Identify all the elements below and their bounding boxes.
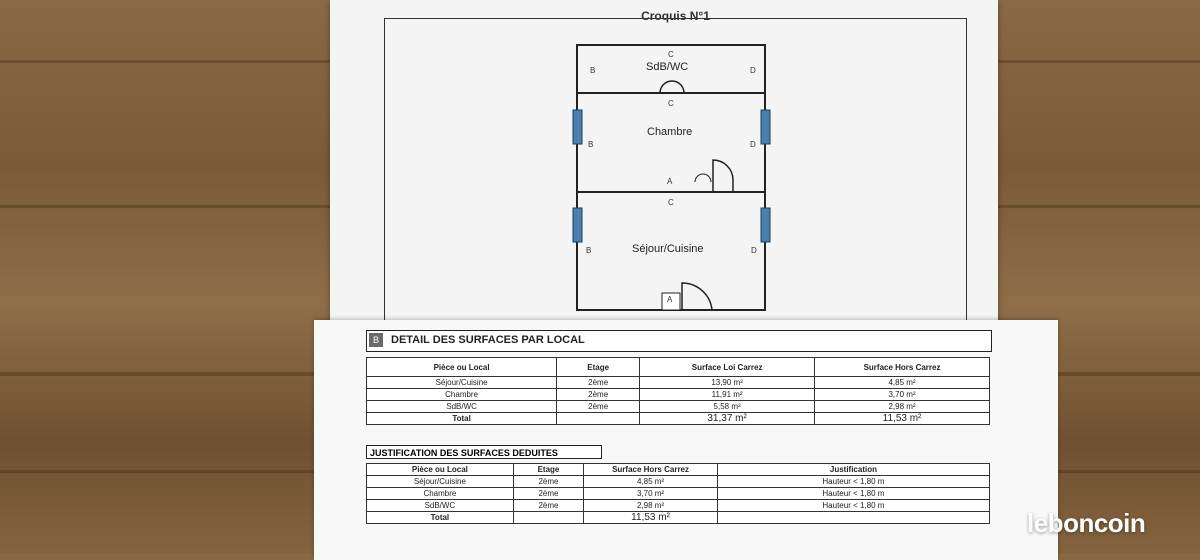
table-row: Chambre 2ème 3,70 m² Hauteur < 1,80 m bbox=[366, 487, 991, 500]
table-row: Séjour/Cuisine 2ème 13,90 m² 4,85 m² bbox=[365, 376, 990, 389]
total-label: Total bbox=[366, 511, 514, 524]
wall-letter: B bbox=[586, 246, 592, 255]
door-arc bbox=[694, 173, 712, 183]
table-header-row: Pièce ou Local Etage Surface Hors Carrez… bbox=[366, 463, 991, 476]
window bbox=[760, 207, 771, 243]
cell bbox=[716, 511, 991, 524]
wall-letter: A bbox=[667, 295, 673, 304]
sketch-frame: Croquis N°1 bbox=[384, 9, 967, 331]
section-badge: B bbox=[369, 333, 383, 347]
cell: 2ème bbox=[512, 487, 585, 500]
cell: Séjour/Cuisine bbox=[365, 376, 558, 389]
col-header: Pièce ou Local bbox=[365, 357, 558, 377]
table-header-row: Pièce ou Local Etage Surface Loi Carrez … bbox=[365, 357, 990, 377]
cell: 2ème bbox=[556, 400, 641, 413]
room-label-sdb: SdB/WC bbox=[646, 61, 689, 73]
cell: Séjour/Cuisine bbox=[366, 475, 514, 488]
justification-table: Pièce ou Local Etage Surface Hors Carrez… bbox=[366, 463, 991, 524]
section-b-title: DETAIL DES SURFACES PAR LOCAL bbox=[391, 334, 585, 346]
surfaces-sheet: B DETAIL DES SURFACES PAR LOCAL Pièce ou… bbox=[314, 320, 1058, 560]
cell: 4,85 m² bbox=[583, 475, 718, 488]
cell: 2,98 m² bbox=[583, 499, 718, 512]
cell: Chambre bbox=[366, 487, 514, 500]
room-label-chambre: Chambre bbox=[647, 126, 693, 138]
wall-letter: C bbox=[668, 198, 674, 207]
cell: 2ème bbox=[556, 376, 641, 389]
cell: 2ème bbox=[512, 475, 585, 488]
cell: 2ème bbox=[556, 388, 641, 401]
door-arc bbox=[712, 159, 734, 192]
cell: SdB/WC bbox=[366, 499, 514, 512]
wall-letter: A bbox=[667, 177, 673, 186]
col-header: Surface Hors Carrez bbox=[814, 357, 990, 377]
table-row: Chambre 2ème 11,91 m² 3,70 m² bbox=[365, 388, 990, 401]
cell bbox=[556, 412, 641, 425]
col-header: Pièce ou Local bbox=[366, 463, 514, 476]
justification-title: JUSTIFICATION DES SURFACES DEDUITES bbox=[366, 445, 602, 459]
table-total-row: Total 11,53 m² bbox=[366, 511, 991, 524]
col-header: Surface Hors Carrez bbox=[583, 463, 718, 476]
wall-letter: D bbox=[750, 66, 756, 75]
wall-letter: B bbox=[590, 66, 596, 75]
col-header: Etage bbox=[512, 463, 585, 476]
cell: 3,70 m² bbox=[583, 487, 718, 500]
small-box bbox=[661, 292, 681, 311]
window bbox=[760, 109, 771, 145]
cell: SdB/WC bbox=[365, 400, 558, 413]
table-row: SdB/WC 2ème 5,58 m² 2,98 m² bbox=[365, 400, 990, 413]
cell: 5,58 m² bbox=[639, 400, 816, 413]
cell: 11,91 m² bbox=[639, 388, 816, 401]
col-header: Surface Loi Carrez bbox=[639, 357, 816, 377]
surfaces-table: Pièce ou Local Etage Surface Loi Carrez … bbox=[365, 357, 990, 425]
total-hors-carrez: 11,53 m² bbox=[583, 511, 718, 524]
door-arc bbox=[659, 80, 685, 94]
door-arc bbox=[681, 282, 713, 311]
window bbox=[572, 207, 583, 243]
total-carrez: 31,37 m² bbox=[639, 412, 816, 425]
total-label: Total bbox=[365, 412, 558, 425]
sketch-title: Croquis N°1 bbox=[641, 9, 710, 23]
col-header: Etage bbox=[556, 357, 641, 377]
cell: Hauteur < 1,80 m bbox=[716, 487, 991, 500]
section-b-header: B DETAIL DES SURFACES PAR LOCAL bbox=[366, 330, 992, 352]
cell: 4,85 m² bbox=[814, 376, 990, 389]
cell bbox=[512, 511, 585, 524]
leboncoin-watermark: leboncoin bbox=[1027, 508, 1146, 538]
floor-plan bbox=[572, 44, 771, 311]
total-hors-carrez: 11,53 m² bbox=[814, 412, 990, 425]
cell: 13,90 m² bbox=[639, 376, 816, 389]
wall-letter: D bbox=[750, 140, 756, 149]
cell: 3,70 m² bbox=[814, 388, 990, 401]
cell: 2ème bbox=[512, 499, 585, 512]
cell: Chambre bbox=[365, 388, 558, 401]
col-header: Justification bbox=[716, 463, 991, 476]
wall-letter: B bbox=[588, 140, 594, 149]
window bbox=[572, 109, 583, 145]
table-total-row: Total 31,37 m² 11,53 m² bbox=[365, 412, 990, 425]
cell: 2,98 m² bbox=[814, 400, 990, 413]
wall-letter: D bbox=[751, 246, 757, 255]
room-label-sejour: Séjour/Cuisine bbox=[632, 243, 704, 255]
cell: Hauteur < 1,80 m bbox=[716, 499, 991, 512]
wall-letter: C bbox=[668, 50, 674, 59]
cell: Hauteur < 1,80 m bbox=[716, 475, 991, 488]
table-row: SdB/WC 2ème 2,98 m² Hauteur < 1,80 m bbox=[366, 499, 991, 512]
sketch-sheet bbox=[330, 0, 998, 330]
table-row: Séjour/Cuisine 2ème 4,85 m² Hauteur < 1,… bbox=[366, 475, 991, 488]
wall-letter: C bbox=[668, 99, 674, 108]
